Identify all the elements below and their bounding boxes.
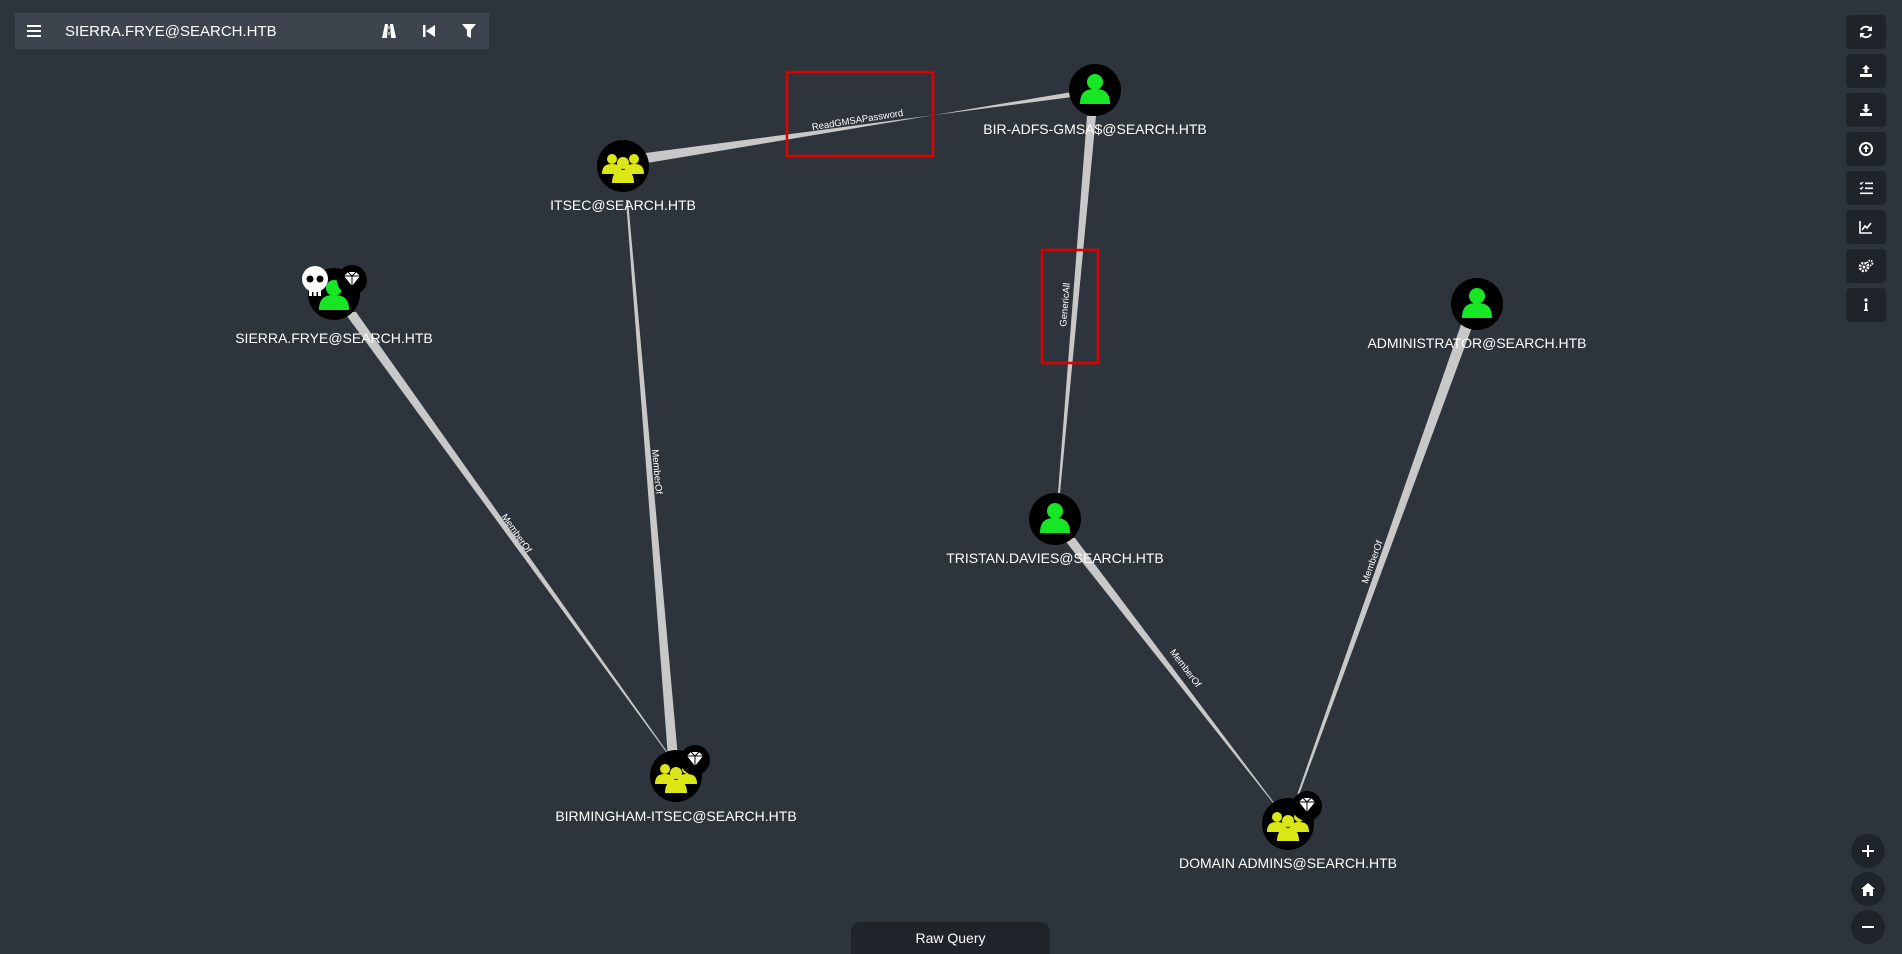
raw-query-button[interactable]: Raw Query (851, 922, 1050, 954)
home-button[interactable] (1851, 872, 1885, 906)
zoom-in-button[interactable] (1851, 834, 1885, 868)
node-tristan-davies[interactable]: TRISTAN.DAVIES@SEARCH.HTB (946, 493, 1164, 566)
road-icon (382, 24, 396, 38)
import-icon (1860, 104, 1872, 116)
search-bar (15, 12, 489, 50)
zoom-out-button[interactable] (1851, 910, 1885, 944)
high-value-gem-icon (336, 264, 368, 296)
queries-icon (1859, 181, 1873, 195)
edge-label-genericall: GenericAll (1058, 282, 1073, 327)
minus-icon (1862, 926, 1874, 928)
edge-label-memberof-sierra: MemberOf (499, 512, 534, 555)
skull-icon (302, 266, 328, 296)
node-administrator[interactable]: ADMINISTRATOR@SEARCH.HTB (1367, 278, 1587, 351)
refresh-button[interactable] (1846, 15, 1886, 49)
database-info-button[interactable] (1846, 210, 1886, 244)
import-graph-button[interactable] (1846, 93, 1886, 127)
back-button[interactable] (409, 13, 449, 49)
search-input[interactable] (53, 12, 369, 50)
high-value-gem-icon (679, 744, 711, 776)
queries-button[interactable] (1846, 171, 1886, 205)
node-label-domain-admins: DOMAIN ADMINS@SEARCH.HTB (1179, 855, 1397, 871)
node-label-birmingham-itsec: BIRMINGHAM-ITSEC@SEARCH.HTB (555, 808, 796, 824)
node-itsec[interactable]: ITSEC@SEARCH.HTB (550, 140, 696, 213)
edge-memberof-sierra[interactable]: MemberOf (344, 312, 673, 760)
edge-memberof-administrator[interactable]: MemberOf (1297, 319, 1475, 795)
zoom-controls (1851, 834, 1885, 948)
edge-memberof-tristan[interactable]: MemberOf (1063, 538, 1278, 808)
node-label-bir-adfs-gmsa: BIR-ADFS-GMSA$@SEARCH.HTB (983, 121, 1206, 137)
about-button[interactable] (1846, 288, 1886, 322)
edge-genericall[interactable]: GenericAll (1058, 116, 1096, 493)
settings-icon (1858, 259, 1874, 273)
node-label-administrator: ADMINISTRATOR@SEARCH.HTB (1367, 335, 1586, 351)
node-bir-adfs-gmsa[interactable]: BIR-ADFS-GMSA$@SEARCH.HTB (983, 64, 1207, 137)
highlight-box-readgmsapassword (785, 70, 935, 158)
edge-label-memberof-birmingham: MemberOf (649, 449, 664, 495)
plus-icon (1862, 845, 1874, 857)
right-toolbar (1846, 15, 1886, 327)
filter-icon (462, 24, 476, 38)
node-birmingham-itsec[interactable]: BIRMINGHAM-ITSEC@SEARCH.HTB (555, 744, 797, 824)
node-sierra-frye[interactable]: SIERRA.FRYE@SEARCH.HTB (235, 264, 433, 346)
edge-label-readgmsapassword: ReadGMSAPassword (811, 108, 904, 133)
node-label-sierra-frye: SIERRA.FRYE@SEARCH.HTB (235, 330, 433, 346)
upload-icon (1859, 142, 1873, 156)
menu-button[interactable] (15, 13, 53, 49)
node-label-itsec: ITSEC@SEARCH.HTB (550, 197, 696, 213)
node-domain-admins[interactable]: DOMAIN ADMINS@SEARCH.HTB (1179, 790, 1397, 871)
info-icon (1864, 298, 1868, 311)
node-label-tristan-davies: TRISTAN.DAVIES@SEARCH.HTB (946, 550, 1164, 566)
export-icon (1860, 65, 1872, 77)
high-value-gem-icon (1291, 790, 1323, 822)
step-backward-icon (423, 25, 435, 37)
refresh-icon (1860, 25, 1872, 39)
settings-button[interactable] (1846, 249, 1886, 283)
home-icon (1861, 882, 1875, 896)
hamburger-icon (27, 25, 41, 37)
chart-icon (1859, 221, 1872, 234)
filter-button[interactable] (449, 13, 489, 49)
upload-data-button[interactable] (1846, 132, 1886, 166)
edge-memberof-birmingham[interactable]: MemberOf (626, 200, 678, 758)
export-graph-button[interactable] (1846, 54, 1886, 88)
highlight-box-genericall (1040, 248, 1100, 365)
pathfinding-button[interactable] (369, 13, 409, 49)
